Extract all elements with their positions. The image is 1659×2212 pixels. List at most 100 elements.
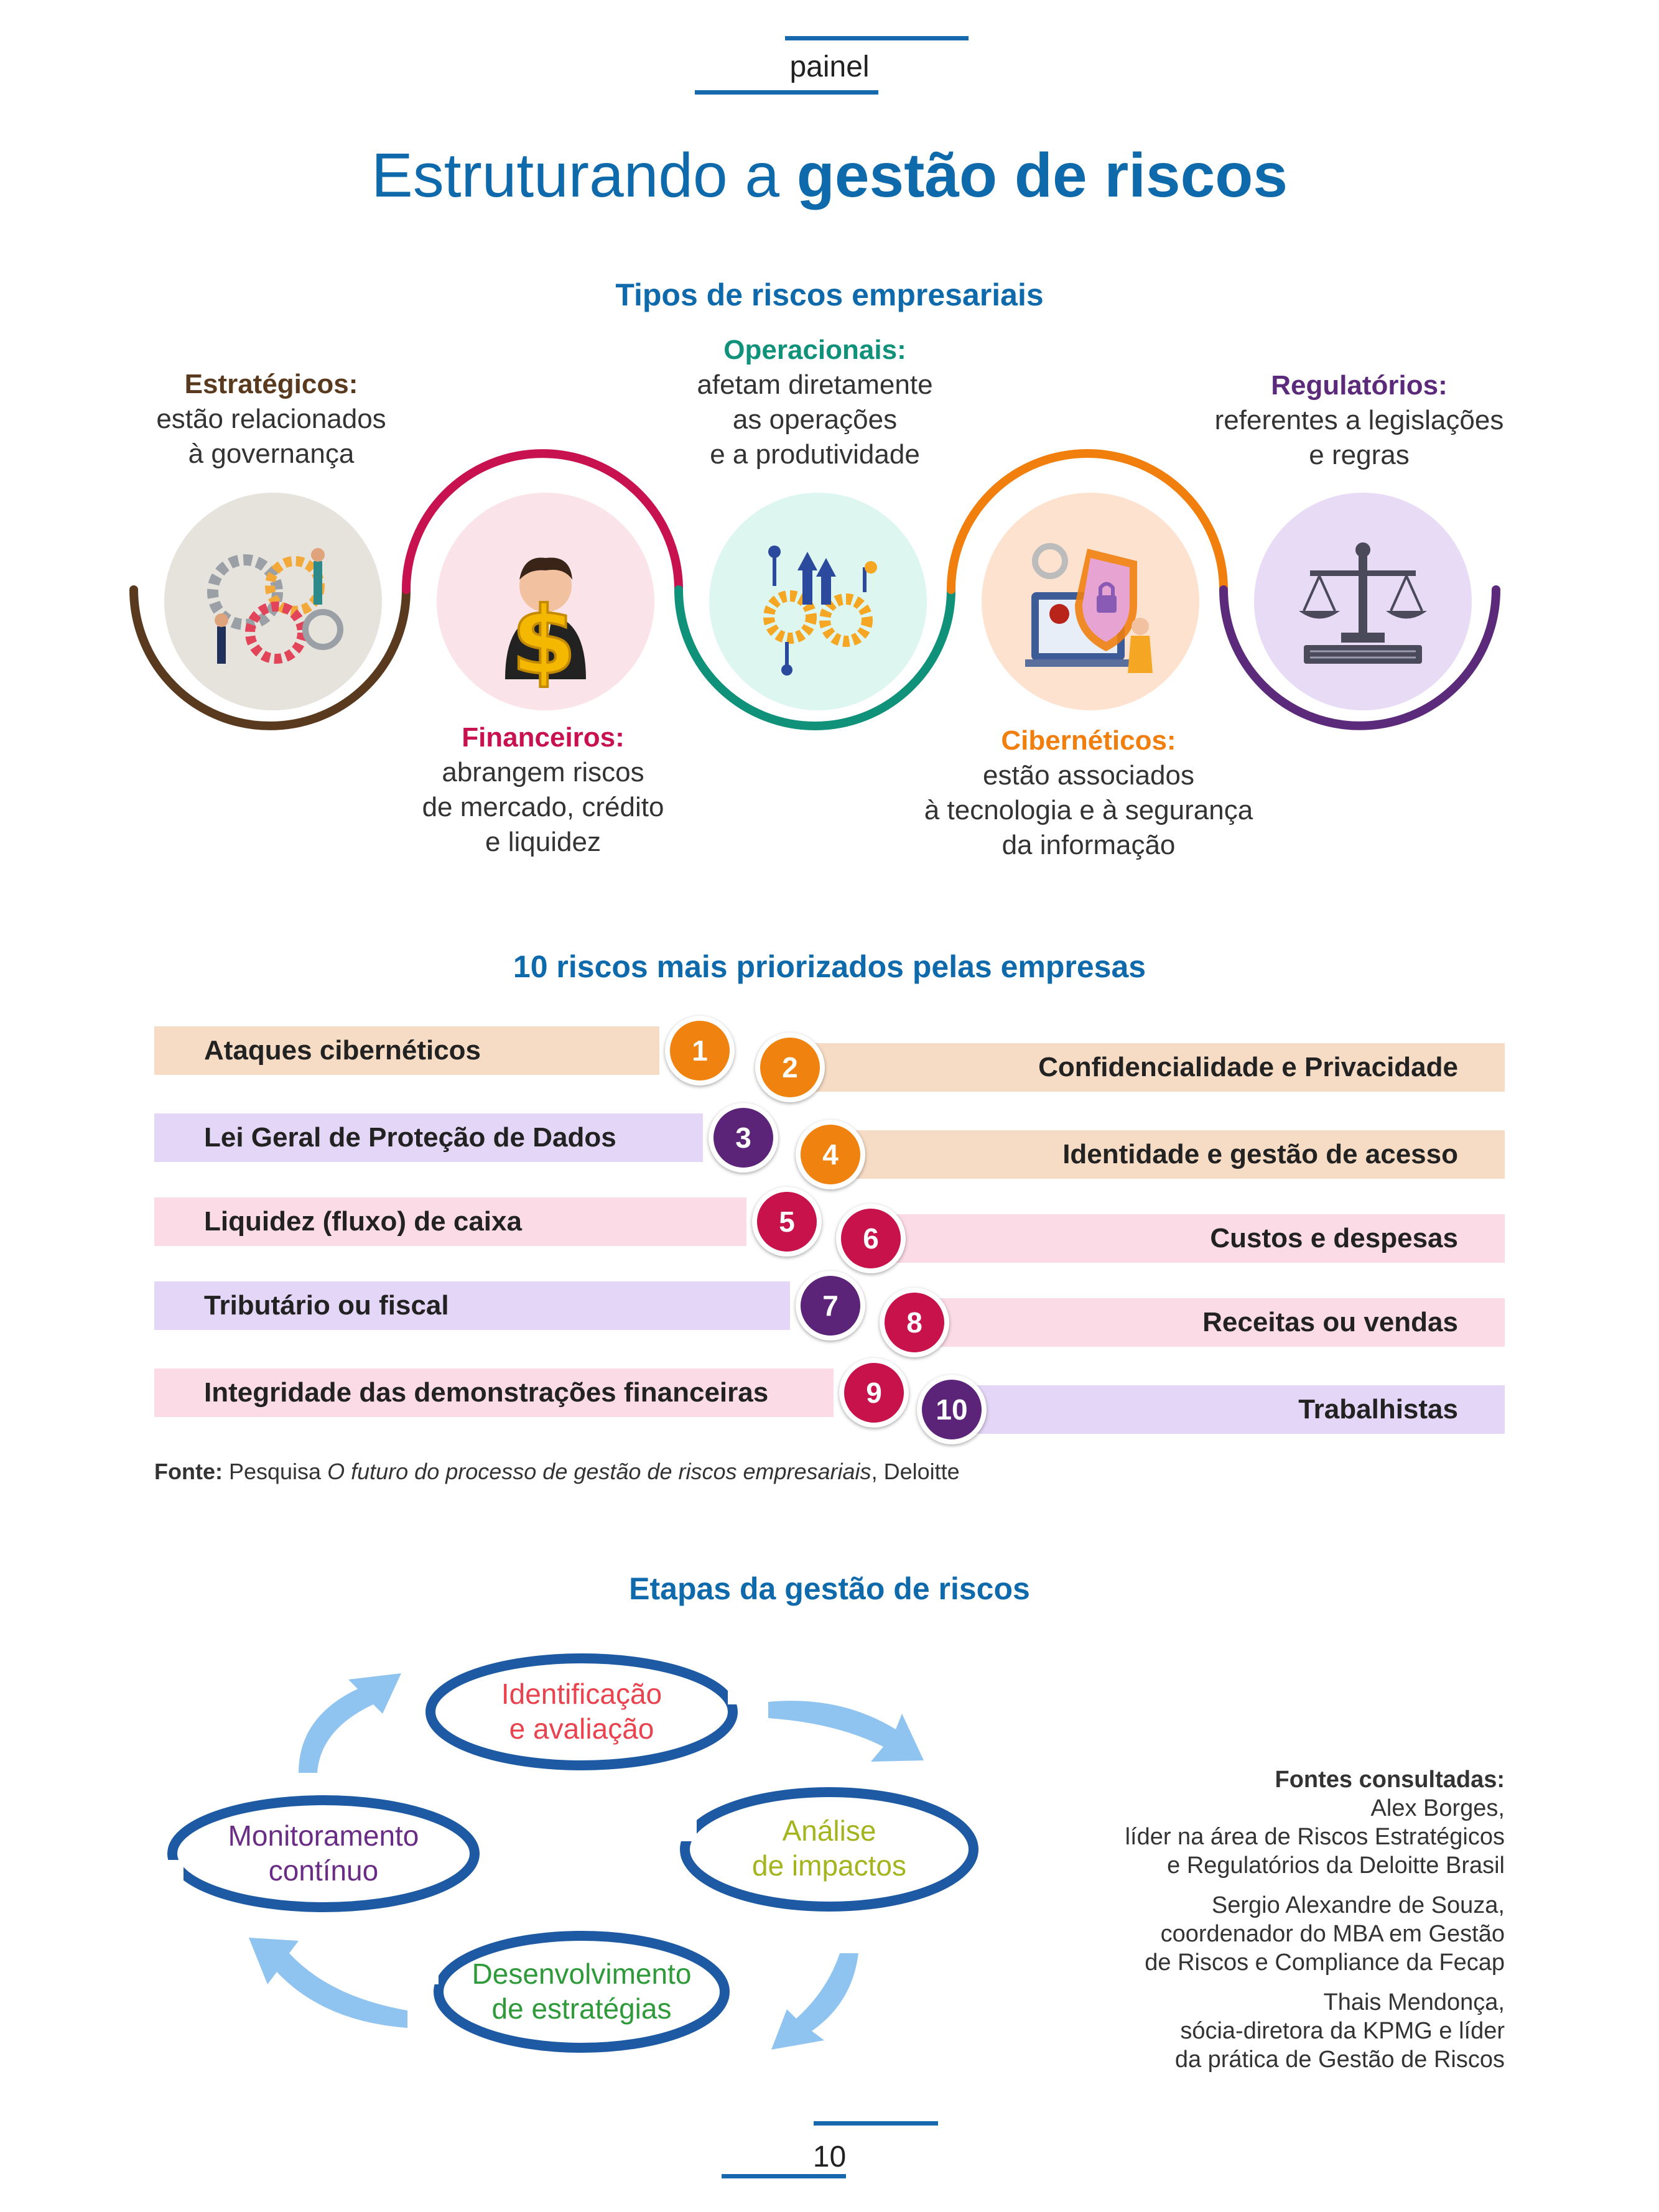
stages-heading: Etapas da gestão de riscos — [629, 1571, 1030, 1606]
source-suffix: , Deloitte — [871, 1459, 960, 1484]
top10-item-label: Confidencialidade e Privacidade — [1038, 1052, 1458, 1082]
risk-types-wave — [129, 449, 1500, 730]
top10-item-label: Identidade e gestão de acesso — [1062, 1139, 1458, 1169]
top10-heading: 10 riscos mais priorizados pelas empresa… — [513, 949, 1146, 984]
top10-item: Receitas ou vendas — [933, 1298, 1505, 1347]
gears-arrows-icon — [709, 493, 927, 710]
stage-label: de estratégias — [491, 1992, 672, 2025]
risk-type-desc: e regras — [1309, 440, 1410, 470]
scales-icon — [1254, 493, 1472, 710]
top10-item-label: Trabalhistas — [1298, 1394, 1458, 1424]
risk-type-desc: abrangem riscos — [442, 757, 644, 788]
source-line: de Riscos e Compliance da Fecap — [1145, 1949, 1505, 1976]
risk-type-label: Financeiros: — [462, 722, 625, 753]
sources-heading: Fontes consultadas: — [1275, 1767, 1505, 1793]
top10-rank-badge: 2 — [755, 1033, 825, 1102]
top10-item-label: Ataques cibernéticos — [204, 1035, 481, 1066]
top10-item-label: Custos e despesas — [1210, 1223, 1458, 1253]
source-line: Thais Mendonça, — [1323, 1989, 1505, 2015]
risk-type-desc: as operações — [732, 404, 898, 435]
risk-type-desc: referentes a legislações — [1214, 405, 1504, 435]
header-rule-bottom — [695, 90, 878, 95]
source-person: Thais Mendonça, sócia-diretora da KPMG e… — [1007, 1988, 1505, 2074]
stage-label: Identificação — [501, 1678, 662, 1710]
risk-type-desc: à tecnologia e à segurança — [924, 795, 1253, 825]
source-line: coordenador do MBA em Gestão — [1160, 1921, 1505, 1947]
stage-strategy-development: Desenvolvimento de estratégias — [439, 1956, 725, 2026]
source-line: líder na área de Riscos Estratégicos — [1125, 1824, 1505, 1850]
source-person: Sergio Alexandre de Souza, coordenador d… — [1007, 1891, 1505, 1977]
top10-item: Ataques cibernéticos — [154, 1026, 659, 1075]
top10-item-label: Receitas ou vendas — [1202, 1307, 1458, 1337]
risk-type-label: Regulatórios: — [1271, 370, 1448, 401]
top10-item-label: Lei Geral de Proteção de Dados — [204, 1122, 616, 1153]
top10-item: Custos e despesas — [890, 1214, 1505, 1263]
top10-item-label: Tributário ou fiscal — [204, 1290, 449, 1321]
top10-rank-badge: 8 — [880, 1288, 949, 1357]
businessman-dollar-icon: $ — [437, 493, 654, 710]
stages-cycle — [165, 1653, 978, 2053]
source-prefix: Pesquisa — [228, 1459, 322, 1484]
stage-label: Análise — [782, 1815, 876, 1847]
source-title: O futuro do processo de gestão de riscos… — [327, 1459, 871, 1484]
risk-type-desc: estão associados — [983, 760, 1194, 791]
top10-item: Identidade e gestão de acesso — [849, 1130, 1505, 1179]
cyber-shield-icon — [982, 493, 1199, 710]
top10-rank-badge: 7 — [796, 1271, 865, 1341]
page-title-bold: gestão de riscos — [796, 141, 1288, 210]
page-title-plain: Estruturando a — [371, 141, 779, 210]
footer-rule-top — [814, 2121, 938, 2126]
source-person: Alex Borges, líder na área de Riscos Est… — [1007, 1794, 1505, 1880]
gears-people-icon — [164, 493, 382, 710]
top10-rank-badge: 9 — [839, 1358, 909, 1428]
top10-item: Liquidez (fluxo) de caixa — [154, 1197, 746, 1246]
stage-identification: Identificação e avaliação — [457, 1676, 706, 1746]
risk-type-regulatory: Regulatórios: referentes a legislações e… — [1166, 368, 1552, 473]
page-title: Estruturando a gestão de riscos — [0, 140, 1659, 211]
risk-type-strategic: Estratégicos: estão relacionados à gover… — [78, 367, 464, 472]
header-rule-top — [785, 36, 969, 40]
risk-type-desc: da informação — [1001, 830, 1176, 860]
risk-type-operational: Operacionais: afetam diretamente as oper… — [622, 333, 1008, 472]
top10-item-label: Liquidez (fluxo) de caixa — [204, 1206, 522, 1237]
source-line: Sergio Alexandre de Souza, — [1211, 1892, 1505, 1918]
footer-rule-bottom — [722, 2174, 846, 2178]
risk-type-label: Cibernéticos: — [1001, 725, 1176, 756]
source-line: da prática de Gestão de Riscos — [1174, 2047, 1505, 2073]
section-label: painel — [789, 50, 870, 83]
source-line: Alex Borges, — [1370, 1795, 1505, 1821]
stage-monitoring: Monitoramento contínuo — [199, 1818, 448, 1888]
top10-item-label: Integridade das demonstrações financeira… — [204, 1377, 769, 1408]
top10-item: Confidencialidade e Privacidade — [809, 1043, 1505, 1092]
source-label: Fonte: — [154, 1459, 223, 1484]
risk-type-label: Operacionais: — [723, 335, 906, 365]
top10-rank-badge: 5 — [752, 1187, 822, 1257]
top10-item: Lei Geral de Proteção de Dados — [154, 1113, 703, 1162]
page-number: 10 — [812, 2140, 847, 2173]
risk-type-desc: estão relacionados — [156, 404, 386, 434]
top10-rank-badge: 10 — [917, 1375, 987, 1444]
top10-item: Tributário ou fiscal — [154, 1281, 790, 1330]
top10-source: Fonte: Pesquisa O futuro do processo de … — [154, 1459, 960, 1485]
risk-type-label: Estratégicos: — [184, 369, 358, 399]
risk-type-financial: Financeiros: abrangem riscos de mercado,… — [350, 720, 736, 860]
consulted-sources: Fontes consultadas: Alex Borges, líder n… — [1007, 1765, 1505, 2074]
stage-impact-analysis: Análise de impactos — [705, 1813, 954, 1883]
stage-label: de impactos — [751, 1849, 906, 1882]
risk-type-desc: de mercado, crédito — [422, 792, 664, 822]
risk-type-desc: afetam diretamente — [697, 369, 933, 400]
top10-item: Trabalhistas — [970, 1385, 1505, 1434]
top10-rank-badge: 6 — [836, 1204, 906, 1273]
risk-type-desc: e a produtividade — [710, 439, 920, 470]
stage-label: Monitoramento — [228, 1819, 419, 1852]
top10-rank-badge: 4 — [796, 1120, 865, 1189]
stage-label: e avaliação — [509, 1712, 654, 1745]
stage-label: contínuo — [268, 1854, 379, 1887]
stage-label: Desenvolvimento — [472, 1958, 692, 1990]
source-line: e Regulatórios da Deloitte Brasil — [1167, 1852, 1505, 1879]
top10-rank-badge: 3 — [709, 1103, 778, 1173]
top10-rank-badge: 1 — [665, 1016, 735, 1085]
risk-type-cyber: Cibernéticos: estão associados à tecnolo… — [896, 723, 1281, 863]
source-line: sócia-diretora da KPMG e líder — [1180, 2018, 1505, 2044]
risk-type-desc: e liquidez — [485, 827, 601, 857]
